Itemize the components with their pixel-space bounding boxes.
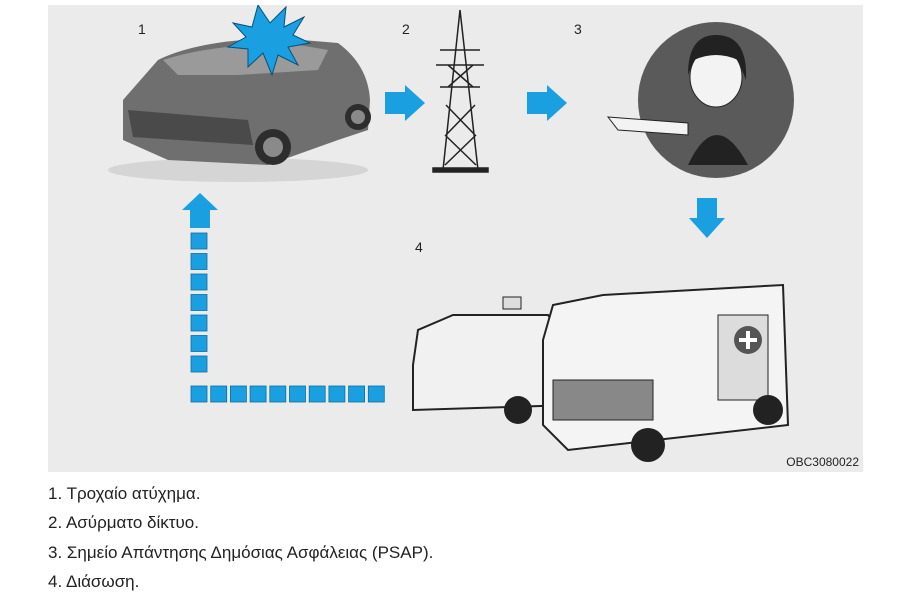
call-center-operator-illustration bbox=[606, 22, 794, 178]
caption-item: 2. Ασύρματο δίκτυο. bbox=[48, 513, 199, 532]
step-label-4: 4 bbox=[415, 239, 423, 255]
path-square bbox=[190, 232, 208, 250]
car-illustration bbox=[108, 38, 371, 182]
path-square bbox=[190, 335, 208, 352]
arrow-right-icon bbox=[385, 85, 425, 121]
path-square bbox=[190, 294, 208, 311]
path-square bbox=[210, 385, 228, 403]
path-square bbox=[289, 385, 306, 403]
path-square bbox=[190, 385, 208, 403]
arrow-up-icon bbox=[182, 193, 218, 228]
arrow-right-icon bbox=[527, 85, 567, 121]
path-square bbox=[229, 385, 247, 403]
path-square bbox=[190, 253, 208, 270]
arrow-down-icon bbox=[689, 198, 725, 238]
return-path-dotted-arrow bbox=[190, 232, 385, 403]
caption-item: 3. Σημείο Απάντησης Δημόσιας Ασφάλειας (… bbox=[48, 543, 434, 562]
transmission-tower-icon bbox=[432, 9, 489, 173]
path-square bbox=[269, 385, 287, 403]
path-square bbox=[308, 385, 326, 403]
caption-item: 1. Τροχαίο ατύχημα. bbox=[48, 484, 201, 503]
path-square bbox=[190, 273, 208, 291]
path-square bbox=[367, 385, 385, 403]
figure-code: OBC3080022 bbox=[786, 455, 859, 469]
crash-burst-icon bbox=[226, 5, 312, 77]
rescue-vehicles-illustration bbox=[412, 283, 790, 462]
path-square bbox=[348, 385, 366, 403]
emergency-call-diagram: 1 2 3 4 OBC3080022 bbox=[48, 5, 863, 472]
path-square bbox=[190, 355, 208, 373]
caption-item: 4. Διάσωση. bbox=[48, 572, 140, 591]
diagram-illustration bbox=[108, 5, 794, 462]
path-square bbox=[249, 385, 267, 403]
step-label-1: 1 bbox=[138, 21, 146, 37]
path-square bbox=[190, 314, 208, 332]
path-square bbox=[328, 385, 346, 403]
step-label-2: 2 bbox=[402, 21, 410, 37]
step-label-3: 3 bbox=[574, 21, 582, 37]
